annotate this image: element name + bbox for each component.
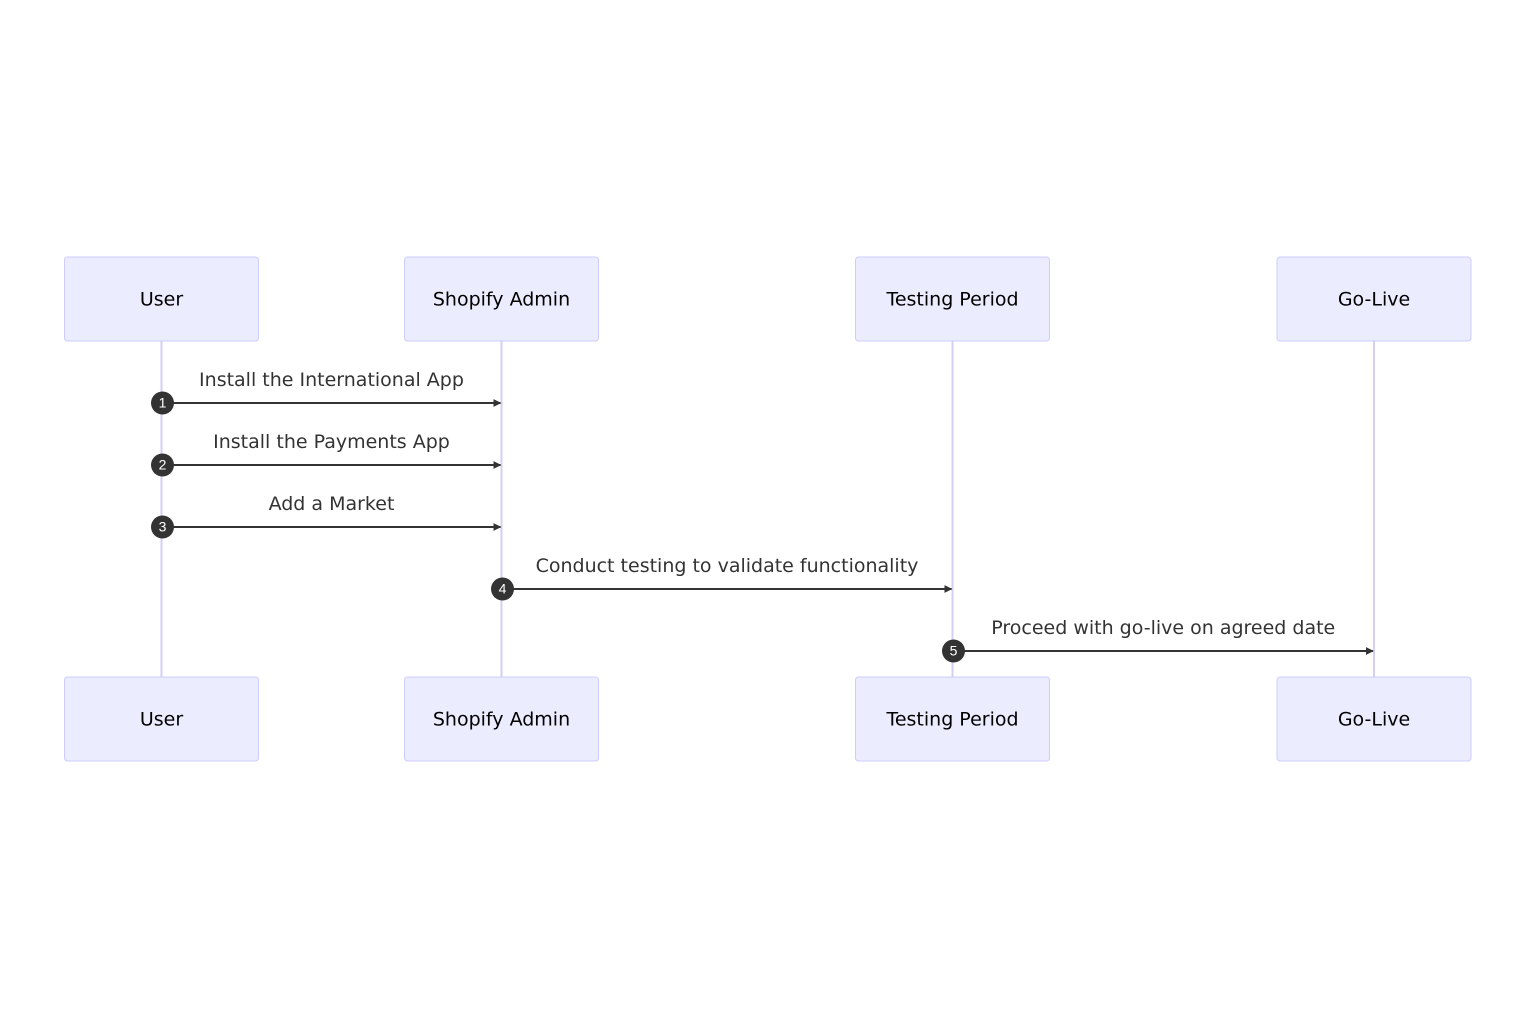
sequence-number: 2 (159, 457, 167, 473)
participant-box (855, 676, 1050, 762)
message-4: Conduct testing to validate functionalit… (491, 555, 953, 601)
participant-box (64, 676, 259, 762)
lifelines (160, 341, 1375, 677)
sequence-number-badge (942, 639, 965, 663)
participant-label: Testing Period (885, 709, 1018, 731)
participant-testing-period-top: Testing Period (855, 256, 1050, 342)
participant-shopify-admin-bottom: Shopify Admin (404, 676, 599, 762)
sequence-number-badge (491, 577, 514, 601)
sequence-number-badge (151, 391, 174, 415)
message-label: Add a Market (269, 493, 395, 515)
participant-box (64, 256, 259, 342)
participant-user-bottom: User (64, 676, 259, 762)
participant-box (1276, 256, 1472, 342)
sequence-number-badge (151, 453, 174, 477)
participant-box (1276, 676, 1472, 762)
participant-box (855, 256, 1050, 342)
message-5: Proceed with go-live on agreed date 5 (942, 617, 1374, 663)
sequence-number: 5 (950, 643, 958, 659)
sequence-number: 1 (159, 395, 167, 411)
participant-label: User (140, 709, 183, 731)
participant-label: Shopify Admin (433, 709, 570, 731)
participant-label: Testing Period (885, 289, 1018, 311)
message-label: Install the Payments App (213, 431, 450, 453)
sequence-number: 3 (159, 519, 167, 535)
message-label: Conduct testing to validate functionalit… (536, 555, 919, 577)
message-3: Add a Market 3 (151, 493, 502, 539)
participant-go-live-bottom: Go-Live (1276, 676, 1472, 762)
participant-testing-period-bottom: Testing Period (855, 676, 1050, 762)
participant-label: Shopify Admin (433, 289, 570, 311)
participant-label: Go-Live (1338, 709, 1410, 731)
participant-label: Go-Live (1338, 289, 1410, 311)
participant-label: User (140, 289, 183, 311)
participant-shopify-admin-top: Shopify Admin (404, 256, 599, 342)
sequence-number-badge (151, 515, 174, 539)
participant-box (404, 256, 599, 342)
message-2: Install the Payments App 2 (151, 431, 502, 477)
participant-go-live-top: Go-Live (1276, 256, 1472, 342)
message-1: Install the International App 1 (151, 369, 502, 415)
message-label: Install the International App (199, 369, 464, 391)
sequence-number: 4 (499, 581, 507, 597)
participant-user-top: User (64, 256, 259, 342)
message-label: Proceed with go-live on agreed date (991, 617, 1335, 639)
participant-box (404, 676, 599, 762)
